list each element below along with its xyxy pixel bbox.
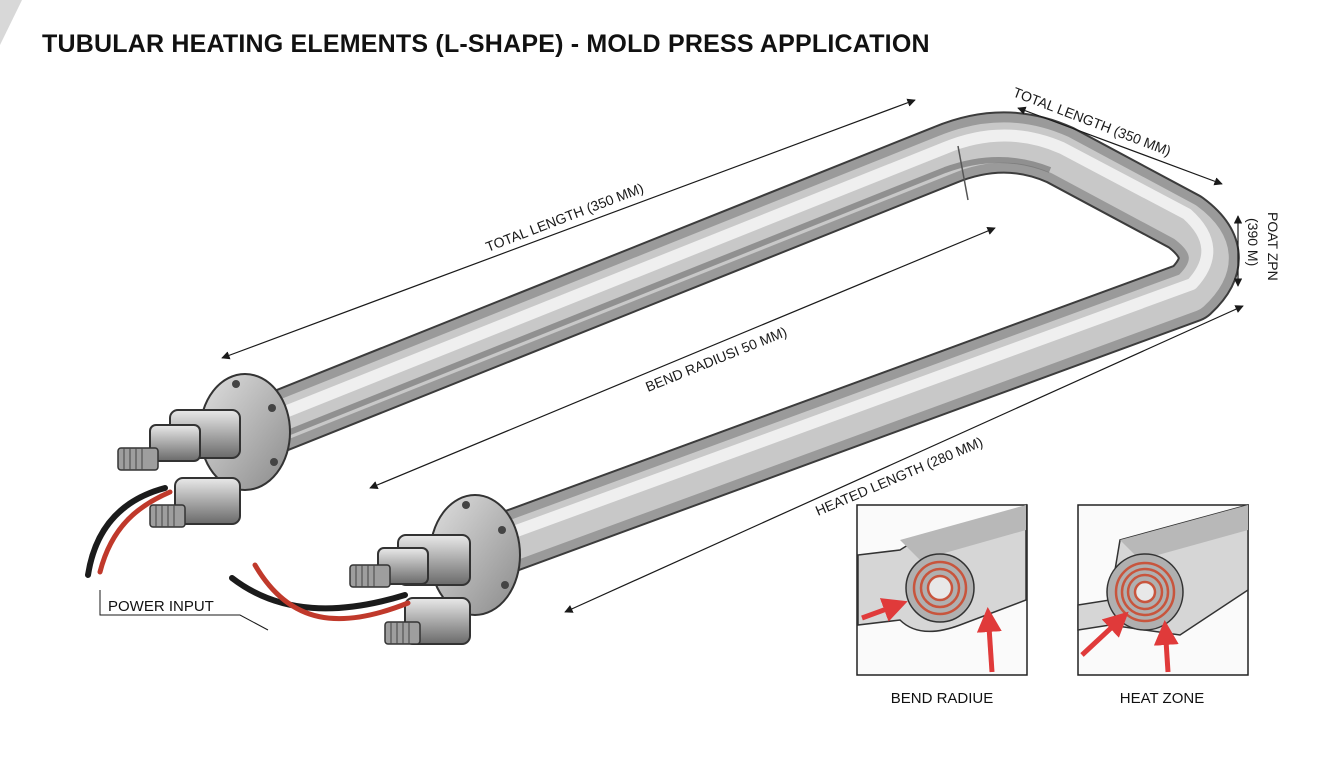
label-power-input: POWER INPUT xyxy=(108,598,214,615)
flange-bolt-hole xyxy=(268,404,276,412)
heat-arrow xyxy=(1080,611,1129,657)
dim-total-length-right xyxy=(1017,106,1223,186)
threaded-stud xyxy=(349,564,391,588)
flange-bolt-hole xyxy=(462,501,470,509)
dim-heated-length xyxy=(564,305,1244,613)
diagram-title: TUBULAR HEATING ELEMENTS (L-SHAPE) - MOL… xyxy=(42,30,930,58)
terminal-assembly-upper xyxy=(117,373,291,528)
hex-nut xyxy=(404,597,471,645)
label-side-b: (390 M) xyxy=(1245,218,1261,266)
wire-red xyxy=(252,562,411,622)
corner-decoration xyxy=(0,0,22,45)
inset-caption-bend: BEND RADIUE xyxy=(891,690,994,707)
label-total-length-top: TOTAL LENGTH (350 MM) xyxy=(483,180,645,255)
wire-red xyxy=(97,489,173,575)
heat-arrow xyxy=(976,607,1002,673)
hex-nut xyxy=(149,424,201,462)
flange-bolt-hole xyxy=(498,526,506,534)
label-bend-radius: BEND RADIUSI 50 MM) xyxy=(643,323,789,394)
dimension-lines xyxy=(221,98,1244,613)
flange-bolt-hole xyxy=(232,380,240,388)
inset-heat-zone xyxy=(1077,504,1249,676)
heat-arrow xyxy=(861,598,908,622)
power-input-leader xyxy=(99,590,269,631)
tube-seam xyxy=(957,145,969,201)
label-side-a: POAT ZPN xyxy=(1265,212,1281,281)
inset-caption-heat: HEAT ZONE xyxy=(1120,690,1204,707)
inset-bend-radius xyxy=(856,503,1028,676)
power-wires xyxy=(85,485,411,622)
wire-black xyxy=(229,575,408,612)
hex-nut xyxy=(174,477,241,525)
wire-black xyxy=(85,485,168,578)
flange-bolt-hole xyxy=(501,581,509,589)
heat-arrow xyxy=(1153,620,1179,673)
threaded-stud xyxy=(117,447,159,471)
flange-bolt-hole xyxy=(270,458,278,466)
terminal-assembly-lower xyxy=(349,494,521,645)
